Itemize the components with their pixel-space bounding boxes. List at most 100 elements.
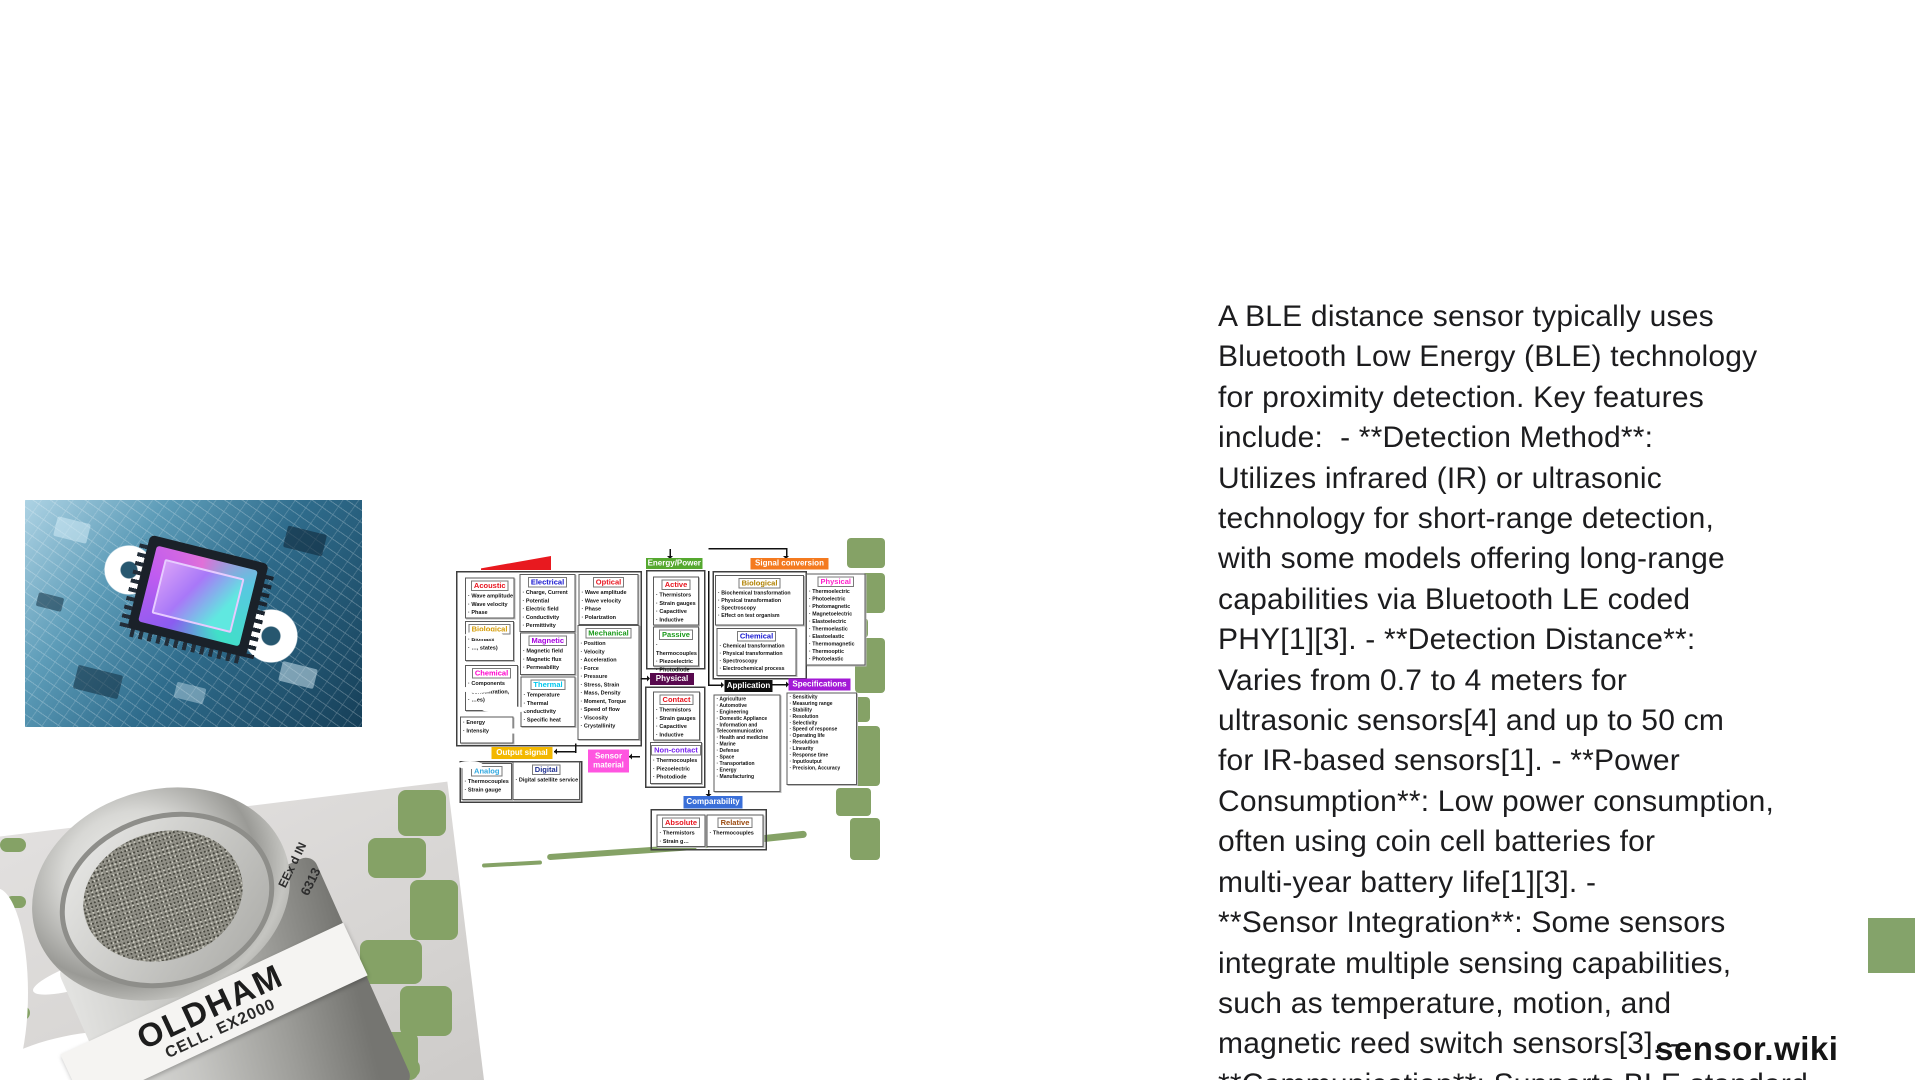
diagram-header-energy-power: Energy/Power [646, 558, 703, 569]
diagram-box-electrical: ElectricalCharge, CurrentPotentialElectr… [519, 574, 576, 632]
arrowhead [626, 753, 632, 760]
diagram-item: Digital satellite service [516, 776, 580, 784]
diagram-item: Intensity [463, 727, 513, 735]
diagram-item: Domestic Appliance [717, 716, 780, 722]
connector-line [629, 756, 640, 758]
paint-splotch [398, 790, 446, 836]
diagram-group-box [650, 809, 767, 851]
diagram-item: concentration, [468, 688, 517, 696]
diagram-item: Automotive [717, 703, 780, 709]
diagram-item: Biochemical transformation [718, 590, 803, 598]
diagram-item: Elastoelectric [809, 618, 865, 626]
arrowhead [667, 556, 673, 562]
diagram-item: Thermocouples [465, 778, 512, 786]
arrowhead [647, 675, 653, 682]
diagram-box-title: Thermal [530, 679, 566, 690]
white-smudge [461, 686, 493, 693]
connector-line [669, 549, 671, 557]
diagram-item: Space [717, 755, 780, 761]
sensor-wiki-watermark: sensor.wiki [1655, 1030, 1839, 1067]
diagram-item: Position [581, 640, 639, 648]
diagram-header-output-signal: Output signal [491, 747, 553, 759]
diagram-box-title: Physical [817, 576, 854, 587]
diagram-item: Agriculture [717, 697, 780, 703]
paint-splotch [847, 538, 885, 568]
diagram-item: Chemical transformation [720, 643, 796, 651]
diagram-item: Engineering [717, 709, 780, 715]
diagram-box-relative: RelativeThermocouples [706, 814, 764, 847]
diagram-box-title: Non-contact [651, 745, 701, 756]
diagram-item: Inductive [656, 616, 698, 624]
diagram-item: Thermistors [656, 706, 699, 714]
diagram-item: Permittivity [523, 622, 575, 630]
diagram-item: Operating life [790, 733, 857, 739]
connector-line [554, 751, 576, 753]
paint-splotch [410, 880, 458, 940]
diagram-box-chemical: ChemicalChemical transformationPhysical … [716, 628, 797, 676]
arrowhead [551, 748, 557, 755]
diagram-box-active: ActiveThermistorsStrain gaugesCapacitive… [653, 576, 699, 626]
diagram-item: Input/output [790, 759, 857, 765]
diagram-item: Speed of response [790, 727, 857, 733]
oldham-gas-sensor-cell-photo: OLDHAM CELL. EX2000 EEx d IN 6313 [0, 749, 489, 1080]
diagram-item: Photomagnetic [809, 603, 865, 611]
white-smudge [465, 631, 503, 639]
diagram-item: Viscosity [581, 714, 639, 722]
diagram-group-box [456, 571, 642, 747]
diagram-item: Thermoelectric [809, 588, 865, 596]
diagram-item: Potential [523, 597, 575, 605]
arrowhead [705, 794, 712, 800]
diagram-item: Inductive [656, 731, 699, 739]
diagram-item: Energy [463, 719, 513, 727]
diagram-item: Magnetic field [523, 647, 575, 655]
white-smudge [457, 761, 483, 769]
diagram-item: Response time [790, 753, 857, 759]
diagram-box-list: SensitivityMeasuring rangeStabilityResol… [786, 692, 857, 785]
diagram-item: Stability [790, 707, 857, 713]
diagram-box-list: AgricultureAutomotiveEngineeringDomestic… [713, 694, 781, 792]
diagram-box-passive: PassiveThermocouplesPiezoelectricPhotodi… [653, 626, 699, 673]
diagram-box-biological: BiologicalBiomass…, states) [465, 621, 514, 661]
diagram-header-signal-conversion: Signal conversion [750, 558, 829, 570]
connector-line [786, 548, 788, 557]
diagram-box-title: Passive [659, 629, 693, 640]
paint-splotch [836, 788, 871, 816]
diagram-box-acoustic: AcousticWave amplitudeWave velocityPhase [465, 577, 515, 619]
diagram-item: Thermomagnetic [809, 641, 865, 649]
diagram-item: Photoelastic [809, 656, 865, 664]
diagram-box-magnetic: MagneticMagnetic fieldMagnetic fluxPerme… [520, 632, 576, 675]
diagram-item: Thermistors [656, 591, 698, 599]
white-smudge [482, 706, 527, 713]
diagram-item: Marine [717, 742, 780, 748]
paint-splotch [360, 940, 422, 984]
diagram-item: Acceleration [581, 656, 639, 664]
connector-line [708, 548, 787, 550]
diagram-item: Temperature [524, 691, 575, 699]
paint-splotch [368, 838, 426, 878]
diagram-header-specifications: Specifications [788, 678, 851, 691]
diagram-item: Measuring range [790, 701, 857, 707]
diagram-item: Energy [717, 767, 780, 773]
diagram-item: Information and Telecommunication [717, 722, 780, 735]
diagram-item: Thermal conductivity [524, 699, 575, 716]
diagram-header-sensor-material: Sensor material [588, 749, 629, 773]
diagram-item: Mass, Density [581, 689, 639, 697]
diagram-item: Force [581, 664, 639, 672]
diagram-item: Linearity [790, 746, 857, 752]
diagram-item: Strain gauges [656, 599, 698, 607]
diagram-item: Conductivity [523, 613, 575, 621]
diagram-item: Piezoelectric [656, 658, 698, 666]
diagram-box-title: Digital [531, 764, 561, 775]
diagram-item: Precision, Accuracy [790, 765, 857, 771]
red-banner-wedge [481, 556, 551, 570]
diagram-item: Physical transformation [720, 650, 796, 658]
diagram-item: Capacitive [656, 608, 698, 616]
diagram-group-box [645, 686, 706, 788]
diagram-box-mechanical: MechanicalPositionVelocityAccelerationFo… [577, 625, 640, 740]
diagram-item: Photodiode [656, 666, 698, 674]
paint-splotch [862, 573, 885, 613]
diagram-box-title: Active [661, 579, 691, 590]
diagram-box-title: Optical [592, 577, 625, 588]
